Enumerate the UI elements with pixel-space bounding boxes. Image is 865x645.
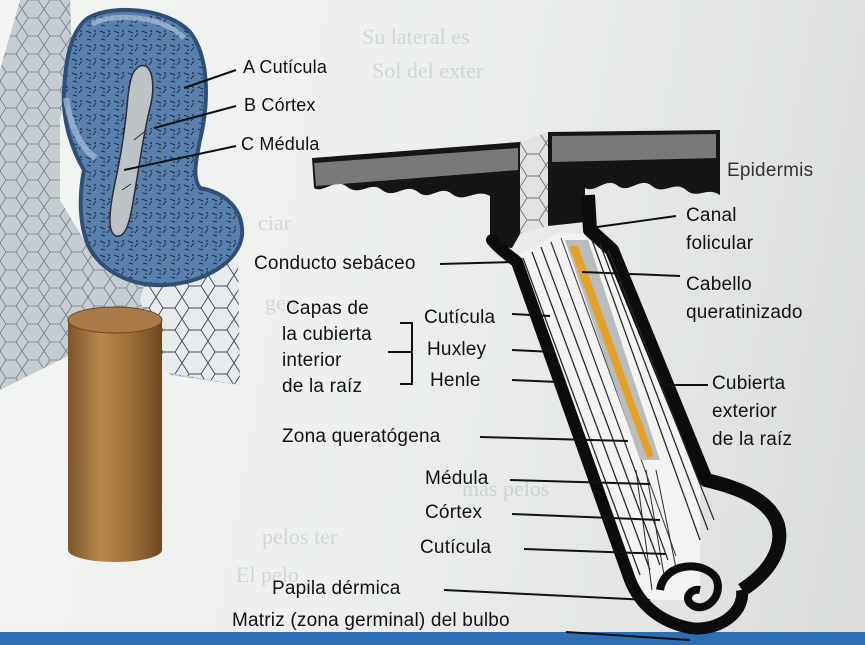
- label-exterior: exterior: [712, 401, 777, 423]
- label-a-cuticula: A Cutícula: [243, 56, 327, 78]
- label-cuticula-lower: Cutícula: [420, 537, 491, 559]
- label-canal: Canal: [686, 205, 737, 227]
- label-medula: Médula: [425, 468, 489, 490]
- label-queratinizado: queratinizado: [686, 302, 803, 324]
- label-henle: Henle: [430, 370, 481, 392]
- label-cortex: Córtex: [425, 502, 482, 524]
- label-zona-queratogena: Zona queratógena: [282, 426, 441, 448]
- label-capas-de: Capas de: [286, 298, 369, 320]
- label-cuticula-inner: Cutícula: [424, 307, 495, 329]
- label-b-cortex: B Córtex: [244, 94, 316, 116]
- hair-shaft-cylinder: [68, 307, 162, 562]
- label-cabello: Cabello: [686, 274, 752, 296]
- label-de-la-raiz-exterior: de la raíz: [712, 429, 792, 451]
- hair-cross-section: [64, 10, 242, 285]
- label-c-medula: C Médula: [241, 133, 320, 155]
- label-conducto-sebaceo: Conducto sebáceo: [254, 253, 416, 275]
- epidermis: [312, 130, 720, 248]
- label-epidermis: Epidermis: [727, 160, 813, 182]
- label-de-la-raiz-interior: de la raíz: [282, 376, 362, 398]
- label-huxley: Huxley: [427, 339, 486, 361]
- label-cubierta: Cubierta: [712, 373, 785, 395]
- label-papila-dermica: Papila dérmica: [272, 578, 400, 600]
- label-matriz: Matriz (zona germinal) del bulbo: [232, 610, 510, 632]
- label-interior: interior: [282, 350, 342, 372]
- label-folicular: folicular: [686, 233, 753, 255]
- label-la-cubierta: la cubierta: [282, 324, 372, 346]
